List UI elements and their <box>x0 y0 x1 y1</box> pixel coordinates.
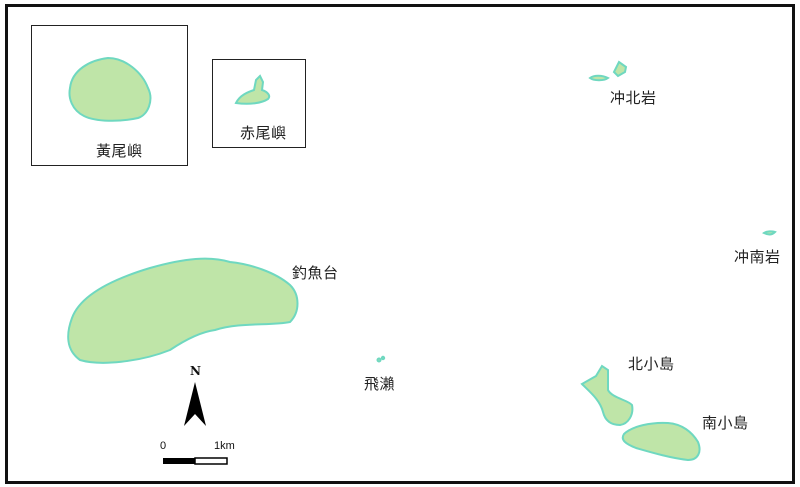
scale-bar-white <box>194 457 228 465</box>
island-chiwei <box>234 74 271 105</box>
island-chongbei-b <box>612 60 628 78</box>
inset-huangwei <box>31 25 188 166</box>
island-chongbei-a <box>588 74 610 82</box>
island-beixiao <box>580 364 634 427</box>
north-arrow-icon <box>184 382 206 426</box>
scale-start-label: 0 <box>160 440 167 452</box>
label-feilai: 飛瀨 <box>364 375 396 393</box>
map-frame <box>5 4 795 484</box>
island-feilai <box>376 357 382 363</box>
label-huangwei: 黃尾嶼 <box>96 142 143 160</box>
north-label: N <box>190 364 201 378</box>
island-chongnan <box>762 230 777 236</box>
label-chiwei: 赤尾嶼 <box>240 124 287 142</box>
island-huangwei <box>68 56 152 122</box>
island-diaoyutai <box>67 257 299 364</box>
label-chongnan: 冲南岩 <box>734 248 781 266</box>
label-chongbei: 冲北岩 <box>610 89 657 107</box>
label-beixiao: 北小島 <box>628 355 675 373</box>
scale-end-label: 1km <box>214 440 235 452</box>
label-diaoyutai: 釣魚台 <box>292 264 339 282</box>
island-nanxiao <box>621 421 701 462</box>
label-nanxiao: 南小島 <box>702 414 749 432</box>
scale-bar-black <box>163 458 195 464</box>
